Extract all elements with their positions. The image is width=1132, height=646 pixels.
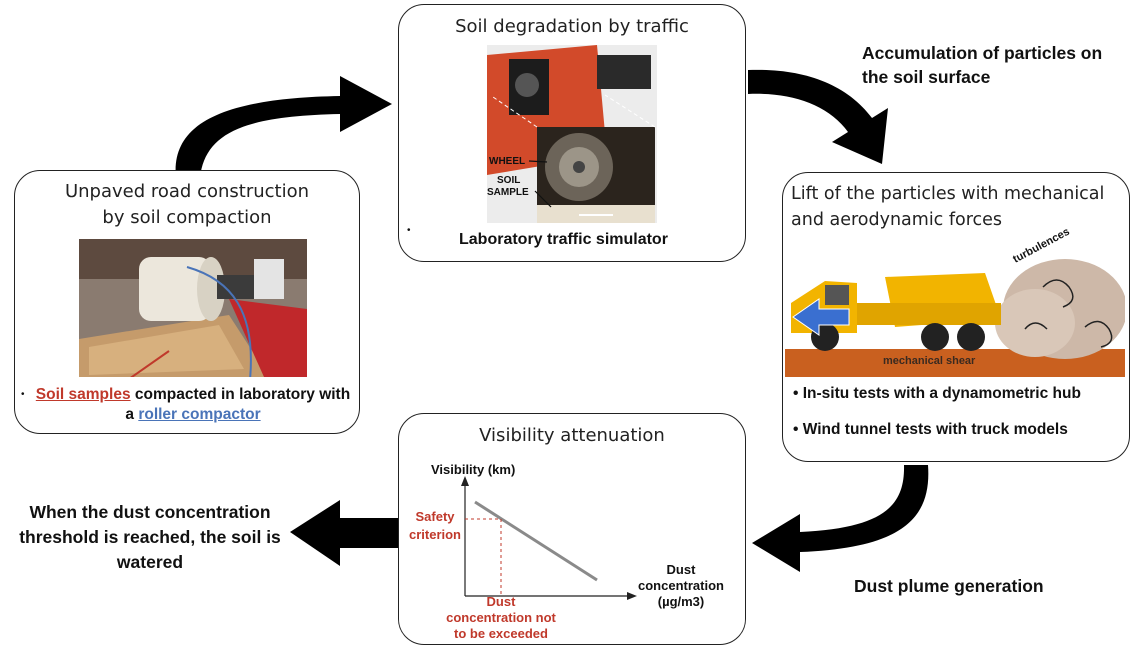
lift-title: Lift of the particles with mechanical an…: [791, 184, 1105, 230]
visibility-chart: [461, 476, 637, 600]
soil-samples-label: Soil samples: [35, 386, 131, 403]
x-axis-arrowhead: [627, 592, 637, 600]
accumulation-label: Accumulation of particles on the soil su…: [862, 43, 1103, 87]
lift-bullet-1: • In-situ tests with a dynamometric hub: [793, 385, 1081, 403]
xlabel-line-1: Dust: [666, 562, 696, 577]
shear-label: mechanical shear: [883, 355, 976, 367]
visibility-line: [474, 500, 598, 582]
construction-box: Unpaved road construction by soil compac…: [14, 170, 360, 434]
construction-title: Unpaved road construction by soil compac…: [64, 181, 310, 228]
roller-compactor-photo: [79, 239, 307, 377]
lift-box: Lift of the particles with mechanical an…: [782, 172, 1130, 462]
construction-bullet: •: [21, 389, 25, 400]
traffic-simulator-photo: [487, 45, 657, 223]
arrow-lift-to-visibility: [752, 465, 929, 572]
roller-compactor-label: roller compactor: [138, 406, 261, 423]
degradation-bullet: •: [407, 225, 411, 236]
lift-bullet-2-text: Wind tunnel tests with truck models: [802, 421, 1068, 438]
lift-bullet-1-text: In-situ tests with a dynamometric hub: [802, 385, 1081, 402]
xlabel-line-3: (µg/m3): [657, 594, 705, 609]
arrow-degradation-to-lift: [748, 69, 888, 164]
wheel-pointer: [528, 160, 548, 163]
lift-bullet-1-dot: •: [793, 385, 799, 402]
lift-bullet-2: • Wind tunnel tests with truck models: [793, 421, 1068, 439]
construction-caption: Soil samples compacted in laboratory wit…: [33, 385, 353, 425]
watering-label: When the dust concentration threshold is…: [19, 502, 281, 572]
wheel-label: WHEEL: [489, 156, 526, 167]
construction-caption-mid: compacted in laboratory with a: [125, 386, 351, 423]
visibility-xlabel: Dust concentration (µg/m3): [631, 562, 731, 610]
degradation-title: Soil degradation by traffic: [455, 16, 689, 37]
lift-bullet-2-dot: •: [793, 421, 799, 438]
degradation-box: Soil degradation by traffic WHEEL SOIL S…: [398, 4, 746, 262]
visibility-ylabel: Visibility (km): [431, 462, 516, 477]
arrow-construction-to-degradation: [175, 76, 392, 178]
dust-limit-label: Dust concentration not to be exceeded: [446, 594, 556, 641]
sample-label: SAMPLE: [487, 187, 529, 198]
degradation-caption: Laboratory traffic simulator: [459, 231, 668, 248]
visibility-box: Visibility attenuation Visibility (km) S…: [398, 413, 746, 645]
soil-sample-pointer: [534, 190, 552, 208]
y-axis-arrowhead: [461, 476, 469, 486]
arrow-visibility-to-watering: [290, 500, 398, 566]
dust-plume-label: Dust plume generation: [854, 576, 1044, 596]
truck-dust-illustration: [785, 237, 1125, 377]
safety-criterion-label: Safety criterion: [408, 509, 461, 542]
visibility-title: Visibility attenuation: [479, 425, 665, 446]
xlabel-line-2: concentration: [638, 578, 724, 593]
soil-label: SOIL: [497, 175, 521, 186]
